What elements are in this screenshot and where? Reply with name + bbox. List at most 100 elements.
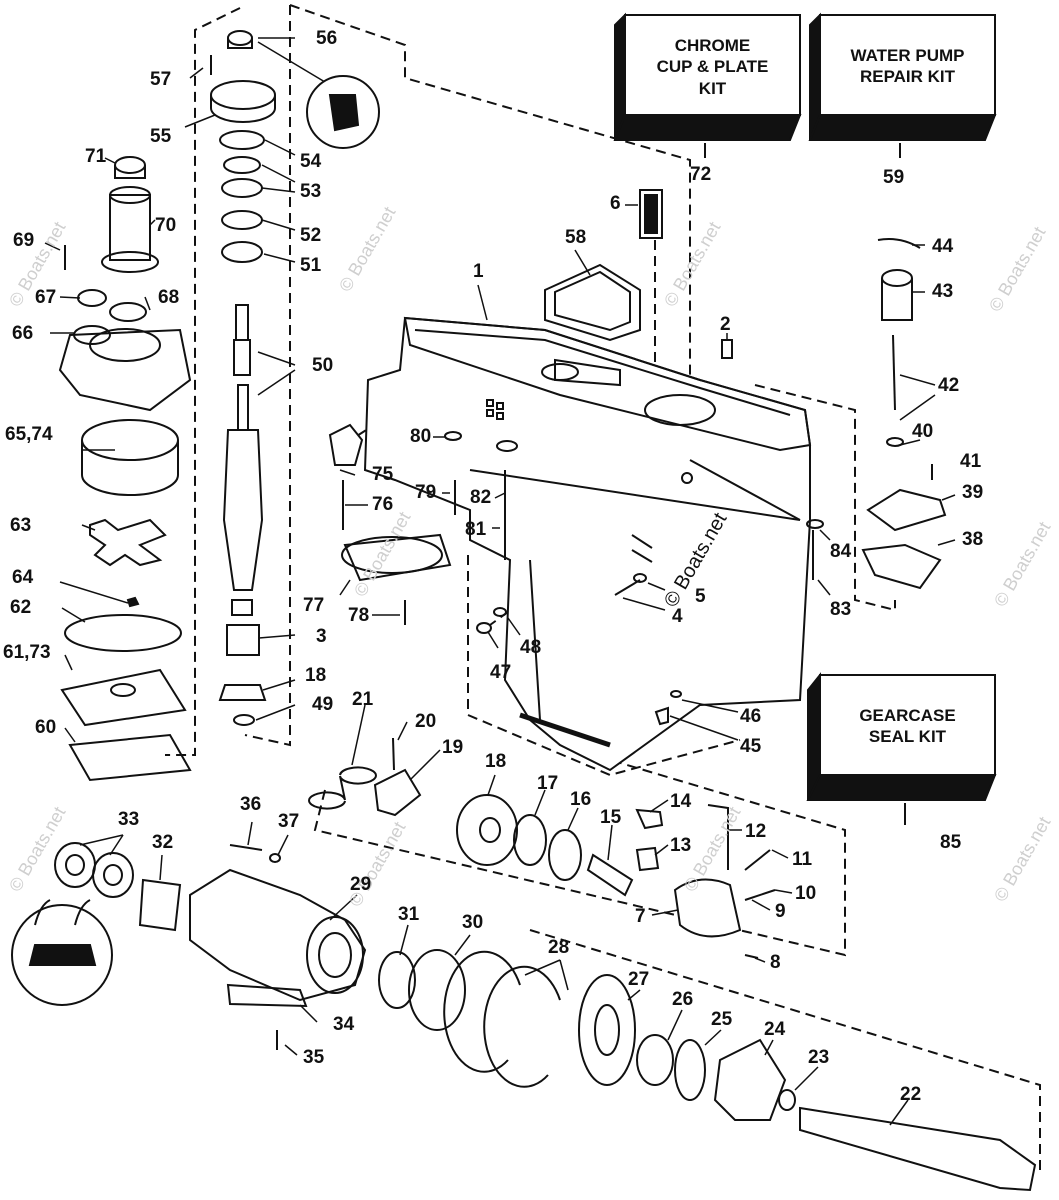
callout-59[interactable]: 59: [883, 167, 905, 188]
callout-39[interactable]: 39: [962, 482, 984, 503]
callout-51[interactable]: 51: [300, 255, 322, 276]
part-6: [639, 189, 663, 239]
callout-55[interactable]: 55: [150, 126, 172, 147]
water-pump-kit-box: [808, 12, 997, 141]
callout-17[interactable]: 17: [537, 773, 559, 794]
callout-82[interactable]: 82: [470, 487, 492, 508]
callout-leaders: [44, 37, 956, 1126]
callout-6[interactable]: 6: [610, 193, 621, 214]
callout-7[interactable]: 7: [635, 906, 646, 927]
callout-3[interactable]: 3: [316, 626, 327, 647]
callout-53[interactable]: 53: [300, 181, 322, 202]
gearcase-seal-kit-box: [806, 672, 997, 801]
callout-6574[interactable]: 65,74: [5, 424, 53, 445]
callout-81[interactable]: 81: [465, 519, 487, 540]
callout-45[interactable]: 45: [740, 736, 762, 757]
callout-72[interactable]: 72: [690, 164, 712, 185]
callout-80[interactable]: 80: [410, 426, 432, 447]
callout-26[interactable]: 26: [672, 989, 694, 1010]
callout-12[interactable]: 12: [745, 821, 767, 842]
callout-23[interactable]: 23: [808, 1047, 830, 1068]
callout-56[interactable]: 56: [316, 28, 338, 49]
callout-2[interactable]: 2: [720, 314, 731, 335]
callout-40[interactable]: 40: [912, 421, 934, 442]
callout-41[interactable]: 41: [960, 451, 982, 472]
callout-22[interactable]: 22: [900, 1084, 922, 1105]
callout-38[interactable]: 38: [962, 529, 984, 550]
callout-71[interactable]: 71: [85, 146, 107, 167]
callout-25[interactable]: 25: [711, 1009, 733, 1030]
callout-4[interactable]: 4: [672, 606, 683, 627]
callout-43[interactable]: 43: [932, 281, 954, 302]
callout-15[interactable]: 15: [600, 807, 622, 828]
callout-20[interactable]: 20: [415, 711, 437, 732]
callout-64[interactable]: 64: [12, 567, 34, 588]
callout-68[interactable]: 68: [158, 287, 180, 308]
lower-gear-assembly: [308, 737, 776, 959]
callout-85[interactable]: 85: [940, 832, 962, 853]
callout-13[interactable]: 13: [670, 835, 692, 856]
callout-66[interactable]: 66: [12, 323, 34, 344]
callout-31[interactable]: 31: [398, 904, 420, 925]
callout-70[interactable]: 70: [155, 215, 177, 236]
callout-18a[interactable]: 18: [305, 665, 327, 686]
callout-50[interactable]: 50: [312, 355, 334, 376]
callout-34[interactable]: 34: [333, 1014, 355, 1035]
callout-35[interactable]: 35: [303, 1047, 325, 1068]
callout-16[interactable]: 16: [570, 789, 592, 810]
callout-30[interactable]: 30: [462, 912, 484, 933]
callout-9[interactable]: 9: [775, 901, 786, 922]
callout-5[interactable]: 5: [695, 586, 706, 607]
callout-29[interactable]: 29: [350, 874, 372, 895]
callout-79[interactable]: 79: [415, 482, 437, 503]
callout-62[interactable]: 62: [10, 597, 32, 618]
propshaft-bearing-housing: [54, 842, 1037, 1192]
callout-8[interactable]: 8: [770, 952, 781, 973]
callout-27[interactable]: 27: [628, 969, 650, 990]
callout-67[interactable]: 67: [35, 287, 57, 308]
callout-83[interactable]: 83: [830, 599, 852, 620]
callout-19[interactable]: 19: [442, 737, 464, 758]
callout-36[interactable]: 36: [240, 794, 262, 815]
callout-32[interactable]: 32: [152, 832, 174, 853]
callout-1[interactable]: 1: [473, 261, 484, 282]
callout-21[interactable]: 21: [352, 689, 374, 710]
detail-circle-sealant: [306, 75, 380, 149]
callout-84[interactable]: 84: [830, 541, 852, 562]
callout-78[interactable]: 78: [348, 605, 370, 626]
gasket-58: [544, 263, 641, 342]
drive-shaft-stack: [210, 30, 276, 726]
callout-47[interactable]: 47: [490, 662, 512, 683]
callout-63[interactable]: 63: [10, 515, 32, 536]
callout-46[interactable]: 46: [740, 706, 762, 727]
callout-49[interactable]: 49: [312, 694, 334, 715]
callout-10[interactable]: 10: [795, 883, 817, 904]
callout-42[interactable]: 42: [938, 375, 960, 396]
callout-75[interactable]: 75: [372, 464, 394, 485]
callout-37[interactable]: 37: [278, 811, 300, 832]
callout-48[interactable]: 48: [520, 637, 542, 658]
callout-54[interactable]: 54: [300, 151, 322, 172]
callout-76[interactable]: 76: [372, 494, 394, 515]
callout-28[interactable]: 28: [548, 937, 570, 958]
callout-18b[interactable]: 18: [485, 751, 507, 772]
detail-circle-grease: [11, 899, 113, 1006]
callout-69[interactable]: 69: [13, 230, 35, 251]
callout-60[interactable]: 60: [35, 717, 57, 738]
callout-14[interactable]: 14: [670, 791, 692, 812]
callout-33[interactable]: 33: [118, 809, 140, 830]
callout-24[interactable]: 24: [764, 1019, 786, 1040]
callout-58[interactable]: 58: [565, 227, 587, 248]
callout-6173[interactable]: 61,73: [3, 642, 51, 663]
callout-11[interactable]: 11: [792, 849, 813, 870]
callout-57[interactable]: 57: [150, 69, 172, 90]
chrome-kit-box: [613, 12, 802, 141]
callout-77[interactable]: 77: [303, 595, 325, 616]
callout-52[interactable]: 52: [300, 225, 322, 246]
callout-44[interactable]: 44: [932, 236, 954, 257]
